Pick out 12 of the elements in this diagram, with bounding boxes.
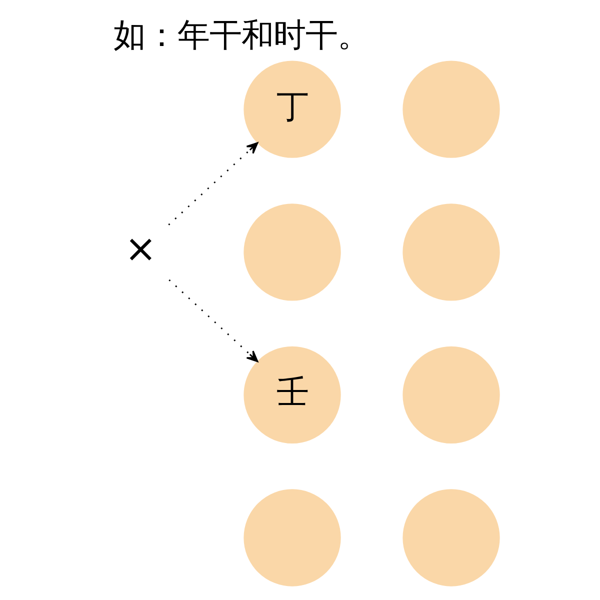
node-circle — [244, 204, 341, 301]
arrow — [168, 142, 258, 226]
node-text: × — [124, 226, 157, 272]
node-circle — [402, 204, 500, 301]
node-circle — [402, 60, 500, 158]
node-circle: 丁 — [244, 60, 341, 158]
node-circle: 壬 — [244, 346, 341, 444]
node-circle — [402, 489, 500, 586]
arrow — [168, 279, 258, 362]
node-circle — [402, 346, 500, 444]
diagram-title: 如：年干和时干。 — [113, 16, 370, 54]
node-circle — [244, 489, 341, 586]
